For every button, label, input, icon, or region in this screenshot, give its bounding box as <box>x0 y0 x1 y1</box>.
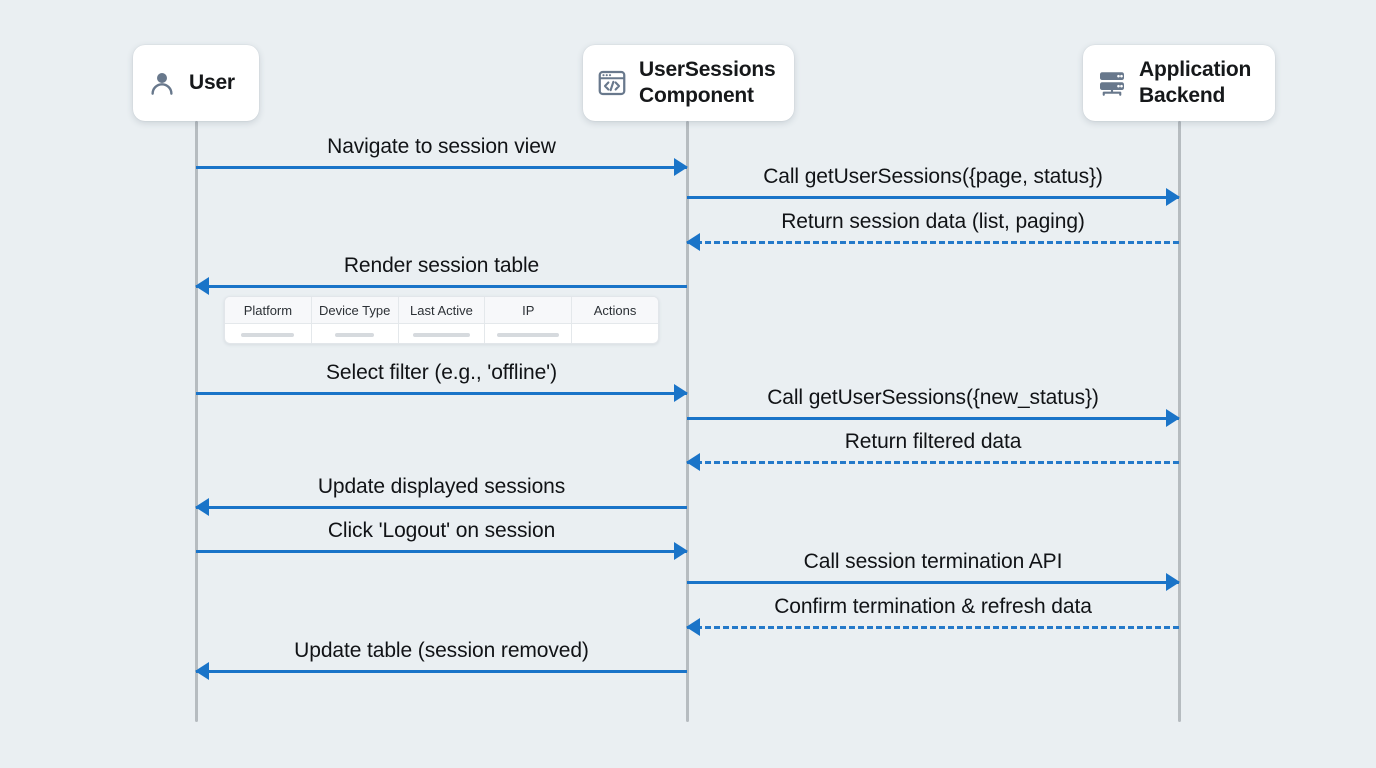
skeleton-bar <box>412 333 471 337</box>
participant-backend[interactable]: Application Backend <box>1083 45 1275 121</box>
message-label: Call getUserSessions({page, status}) <box>763 165 1103 188</box>
message-line <box>196 670 687 673</box>
column-header[interactable]: Actions <box>593 302 637 318</box>
message-line <box>196 392 687 395</box>
message-line <box>196 285 687 288</box>
message-label: Return session data (list, paging) <box>781 210 1085 233</box>
arrowhead-icon <box>195 661 209 680</box>
message-line <box>687 461 1179 464</box>
participant-label: Application Backend <box>1139 58 1252 107</box>
message-label: Update table (session removed) <box>294 639 589 662</box>
message-line <box>687 417 1179 420</box>
participant-user[interactable]: User <box>133 45 259 121</box>
arrowhead-icon <box>195 276 209 295</box>
lifeline-component <box>685 121 689 722</box>
message-line <box>687 196 1179 199</box>
lifeline-user <box>194 121 198 722</box>
message-line <box>687 241 1179 244</box>
participant-label: User <box>189 71 235 95</box>
message-label: Click 'Logout' on session <box>327 519 556 542</box>
message-line <box>196 550 687 553</box>
person-icon <box>151 73 173 95</box>
column-header[interactable]: Last Active <box>399 297 486 323</box>
message-label: Select filter (e.g., 'offline') <box>326 361 557 384</box>
message-label: Call getUserSessions({new_status}) <box>767 386 1099 409</box>
skeleton-bar <box>497 333 560 337</box>
arrowhead-icon <box>686 232 700 251</box>
message-label: Call session termination API <box>803 550 1063 573</box>
arrowhead-icon <box>674 157 688 176</box>
message-label: Update displayed sessions <box>317 475 566 498</box>
column-header[interactable]: Platform <box>225 297 312 323</box>
skeleton-bar <box>335 333 375 337</box>
message-label: Navigate to session view <box>327 135 556 158</box>
message-line <box>196 166 687 169</box>
code-window-icon <box>598 70 626 96</box>
message-line <box>687 581 1179 584</box>
placeholder-cell <box>572 324 658 343</box>
message-label: Confirm termination & refresh data <box>774 595 1092 618</box>
arrowhead-icon <box>1166 572 1180 591</box>
placeholder-cell <box>225 324 312 343</box>
arrowhead-icon <box>674 383 688 402</box>
column-header[interactable]: Device Type <box>312 297 399 323</box>
arrowhead-icon <box>1166 408 1180 427</box>
arrowhead-icon <box>1166 187 1180 206</box>
participant-label: UserSessions Component <box>639 58 776 107</box>
arrowhead-icon <box>686 452 700 471</box>
message-line <box>196 506 687 509</box>
message-label: Return filtered data <box>844 430 1022 453</box>
arrowhead-icon <box>674 541 688 560</box>
skeleton-bar <box>241 333 295 337</box>
placeholder-cell <box>312 324 399 343</box>
participant-component[interactable]: UserSessions Component <box>583 45 794 121</box>
message-label: Render session table <box>343 254 540 277</box>
arrowhead-icon <box>686 617 700 636</box>
placeholder-cell <box>399 324 486 343</box>
arrowhead-icon <box>195 497 209 516</box>
placeholder-cell <box>485 324 573 343</box>
session-table-placeholder-row <box>225 324 658 343</box>
column-header[interactable]: IP <box>485 297 573 323</box>
server-rack-icon <box>1100 72 1124 96</box>
message-line <box>687 626 1179 629</box>
